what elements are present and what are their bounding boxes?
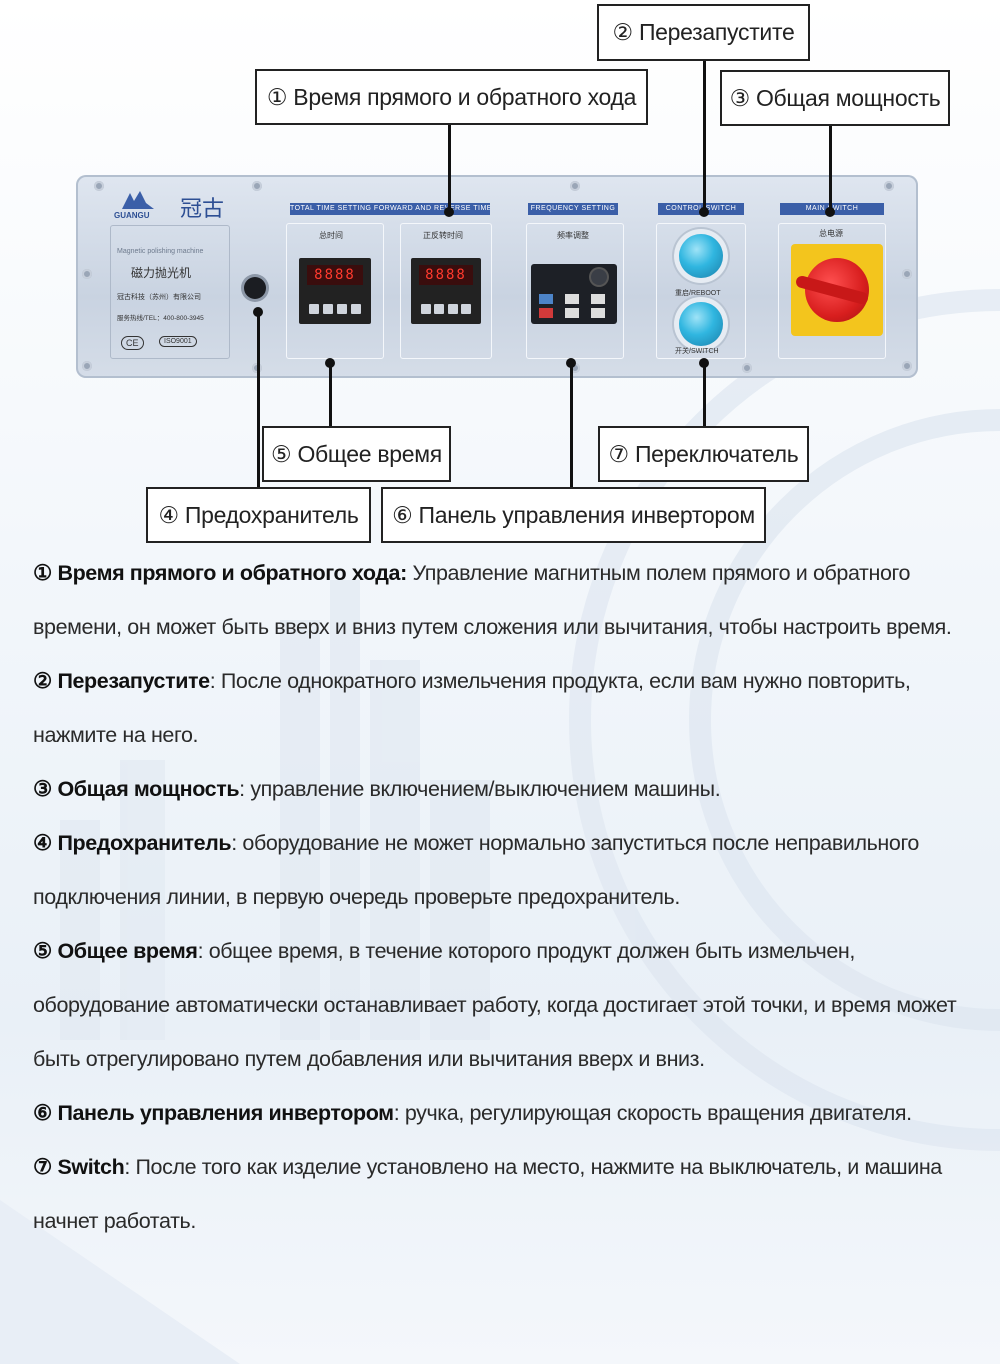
- description-item-text: : управление включением/выключением маши…: [239, 777, 721, 801]
- description-item-title: ② Перезапустите: [33, 669, 210, 693]
- machine-control-panel: GUANGU 冠古 Magnetic polishing machine 磁力抛…: [76, 175, 918, 378]
- connector-line-7: [703, 363, 706, 427]
- inverter-box: 频率调整: [526, 223, 624, 359]
- ce-mark: CE: [121, 336, 144, 350]
- callout-forward-reverse-time: ① Время прямого и обратного хода: [255, 69, 648, 125]
- connector-dot-3: [825, 207, 835, 217]
- screw: [570, 181, 580, 191]
- main-power-label: 总电源: [819, 229, 843, 238]
- total-timer-display: 8888: [307, 265, 363, 285]
- description-item: ⑥ Панель управления инвертором: ручка, р…: [33, 1086, 973, 1140]
- main-power-switch[interactable]: [791, 244, 883, 336]
- connector-line-1: [448, 123, 451, 213]
- total-timer-keys[interactable]: [309, 304, 361, 316]
- description-item-text: : оборудование не может нормально запуст…: [33, 831, 919, 909]
- fr-timer-box: 正反转时间 8888: [400, 223, 492, 359]
- callout-reboot: ② Перезапустите: [597, 4, 810, 61]
- fr-timer-display: 8888: [419, 265, 473, 285]
- nameplate-company: 冠古科技（苏州）有限公司: [117, 294, 201, 301]
- screw: [570, 363, 580, 373]
- description-list: ① Время прямого и обратного хода: Управл…: [33, 546, 973, 1248]
- connector-dot-1: [444, 207, 454, 217]
- screw: [82, 269, 92, 279]
- total-timer-label: 总时间: [319, 231, 343, 240]
- description-item-title: ③ Общая мощность: [33, 777, 240, 801]
- connector-dot-7: [699, 358, 709, 368]
- description-item-text: : После однократного измельчения продукт…: [33, 669, 911, 747]
- screw: [742, 363, 752, 373]
- fuse-holder[interactable]: [244, 277, 266, 299]
- screw: [82, 361, 92, 371]
- reboot-button[interactable]: [679, 234, 723, 278]
- callout-main-power: ③ Общая мощность: [720, 70, 950, 126]
- brand-name-cn: 冠古: [180, 196, 225, 221]
- nameplate: Magnetic polishing machine 磁力抛光机 冠古科技（苏州…: [110, 225, 230, 359]
- connector-line-4: [257, 312, 260, 488]
- description-item-text: : После того как изделие установлено на …: [33, 1155, 942, 1233]
- brand-name-en: GUANGU: [114, 211, 150, 220]
- description-item: ⑦ Switch: После того как изделие установ…: [33, 1140, 973, 1248]
- forward-reverse-timer[interactable]: 8888: [411, 258, 481, 324]
- connector-dot-2: [699, 207, 709, 217]
- inverter-label: 频率调整: [557, 231, 589, 240]
- description-item-title: ① Время прямого и обратного хода:: [33, 561, 407, 585]
- screw: [884, 181, 894, 191]
- description-item-title: ⑤ Общее время: [33, 939, 198, 963]
- description-item-title: ⑦ Switch: [33, 1155, 125, 1179]
- description-item-title: ⑥ Панель управления инвертором: [33, 1101, 394, 1125]
- screw: [94, 181, 104, 191]
- time-setting-tag: TOTAL TIME SETTING FORWARD AND REVERSE T…: [290, 203, 490, 215]
- callout-inverter-panel: ⑥ Панель управления инвертором: [381, 487, 766, 543]
- connector-dot-4: [253, 307, 263, 317]
- inverter-key-stop[interactable]: [539, 308, 553, 318]
- total-timer[interactable]: 8888: [299, 258, 371, 324]
- connector-line-5: [329, 363, 332, 427]
- switch-label: 开关/SWITCH: [675, 348, 719, 355]
- callout-fuse: ④ Предохранитель: [146, 487, 371, 543]
- connector-line-3: [829, 124, 832, 213]
- description-item: ⑤ Общее время: общее время, в течение ко…: [33, 924, 973, 1086]
- inverter-key-up[interactable]: [565, 294, 579, 304]
- callout-switch: ⑦ Переключатель: [598, 426, 809, 482]
- connector-dot-6: [566, 358, 576, 368]
- power-switch-button[interactable]: [679, 302, 723, 346]
- inverter-key-shift[interactable]: [565, 308, 579, 318]
- description-item: ④ Предохранитель: оборудование не может …: [33, 816, 973, 924]
- nameplate-cn: 磁力抛光机: [131, 266, 192, 280]
- total-timer-box: 总时间 8888: [286, 223, 384, 359]
- fr-timer-label: 正反转时间: [423, 231, 463, 240]
- reboot-label: 重启/REBOOT: [675, 290, 721, 297]
- screw: [902, 361, 912, 371]
- control-switch-box: 重启/REBOOT 开关/SWITCH: [656, 223, 746, 359]
- description-item-title: ④ Предохранитель: [33, 831, 232, 855]
- description-item: ③ Общая мощность: управление включением/…: [33, 762, 973, 816]
- nameplate-tel: 服务热线/TEL：400-800-3945: [117, 315, 204, 322]
- description-item-text: : ручка, регулирующая скорость вращения …: [393, 1101, 912, 1125]
- frequency-setting-tag: FREQUENCY SETTING: [528, 203, 618, 215]
- inverter-key-down[interactable]: [591, 308, 605, 318]
- description-item-text: : общее время, в течение которого продук…: [33, 939, 957, 1071]
- description-item-text: Управление магнитным полем прямого и обр…: [33, 561, 952, 639]
- connector-dot-5: [325, 358, 335, 368]
- description-item: ① Время прямого и обратного хода: Управл…: [33, 546, 973, 654]
- callout-total-time: ⑤ Общее время: [262, 426, 451, 482]
- brand-logo-icon: [120, 189, 156, 211]
- nameplate-en: Magnetic polishing machine: [117, 248, 204, 255]
- description-item: ② Перезапустите: После однократного изме…: [33, 654, 973, 762]
- iso-mark: ISO9001: [159, 336, 197, 347]
- connector-line-6: [570, 363, 573, 488]
- fr-timer-keys[interactable]: [421, 304, 471, 316]
- inverter-knob[interactable]: [591, 269, 607, 285]
- inverter-key-run[interactable]: [539, 294, 553, 304]
- inverter-panel[interactable]: [531, 264, 617, 324]
- inverter-key-mode[interactable]: [591, 294, 605, 304]
- screw: [252, 181, 262, 191]
- connector-line-2: [703, 58, 706, 213]
- screw: [902, 269, 912, 279]
- main-switch-box: 总电源: [778, 223, 886, 359]
